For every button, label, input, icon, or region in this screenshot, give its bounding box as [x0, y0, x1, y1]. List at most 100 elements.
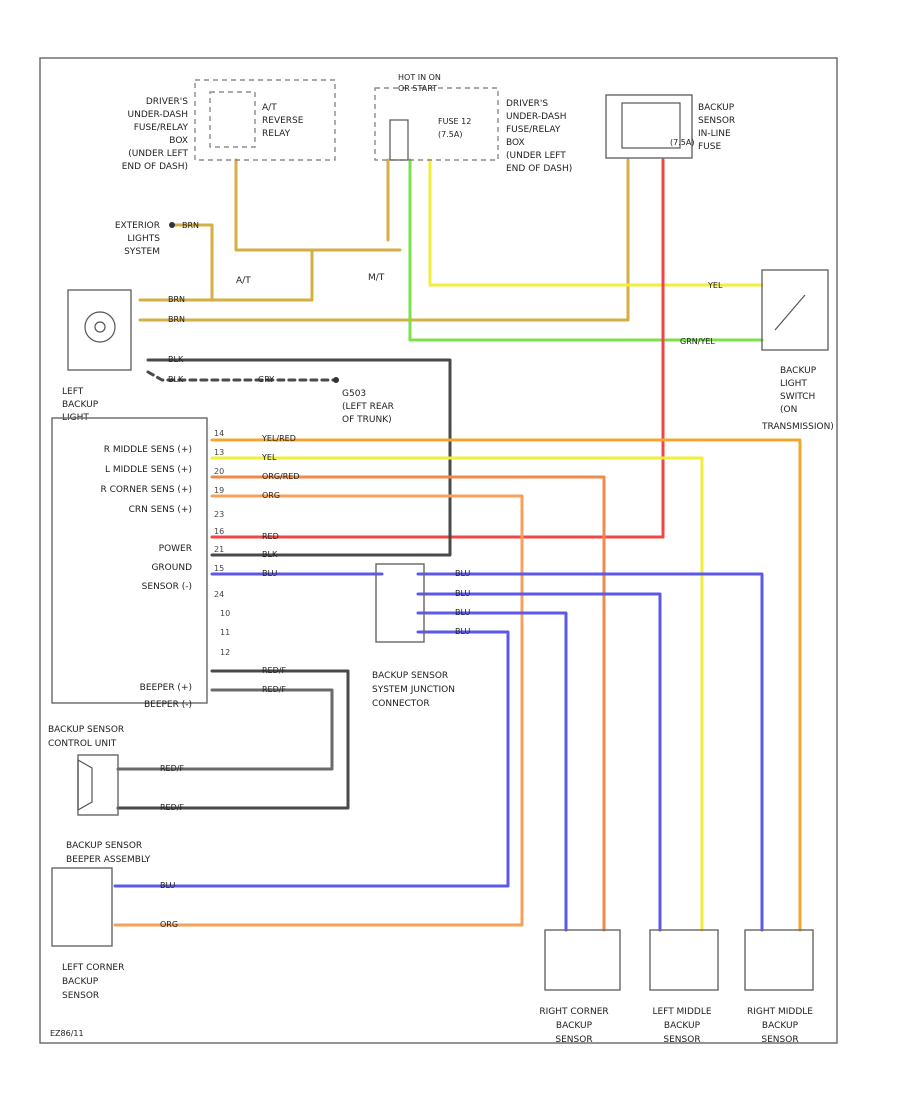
- relay-line: RELAY: [262, 129, 291, 139]
- backup-sensor-control-unit: [51, 417, 208, 704]
- box-b-line: BOX: [506, 138, 525, 148]
- left-middle-line: SENSOR: [663, 1035, 700, 1045]
- hot-in-on-label: OR START: [398, 84, 437, 93]
- wire-blu-1: [416, 572, 764, 932]
- exterior-lights-connector: [169, 222, 175, 228]
- pin-number: 10: [220, 609, 230, 618]
- control-unit-label: BACKUP SENSOR CONTROL UNIT: [48, 725, 124, 749]
- bulb-filament-icon: [94, 321, 106, 333]
- inline-fuse-label: BACKUP SENSOR IN-LINE FUSE: [698, 103, 735, 152]
- footer-code: EZ86/11: [50, 1029, 84, 1038]
- wire-label: YEL: [707, 281, 723, 290]
- switch-contact: [774, 294, 806, 331]
- left-corner-line: LEFT CORNER: [62, 963, 124, 973]
- fuse-block: [389, 119, 409, 161]
- box-a-line: BOX: [169, 136, 188, 146]
- wire-org-red: [210, 475, 606, 932]
- wire-label: GRY: [258, 375, 274, 384]
- wire-label: ORG: [262, 491, 280, 500]
- beeper-assembly-label: BACKUP SENSOR BEEPER ASSEMBLY: [66, 841, 151, 865]
- wire-beeper-pos: [116, 669, 350, 810]
- pin-number: 16: [214, 527, 224, 536]
- right-corner-line: SENSOR: [555, 1035, 592, 1045]
- switch-line: TRANSMISSION): [761, 422, 834, 432]
- pin-number: 13: [214, 448, 224, 457]
- left-corner-sensor-label: LEFT CORNER BACKUP SENSOR: [62, 963, 124, 1001]
- fuse-relay-box-a: [194, 79, 336, 161]
- left-light-line: LEFT: [62, 387, 84, 397]
- bulb-icon: [84, 311, 116, 343]
- junction-connector-label: BACKUP SENSOR SYSTEM JUNCTION CONNECTOR: [372, 671, 455, 709]
- left-middle-sensor: [649, 929, 719, 991]
- wire-label: BRN: [168, 315, 185, 324]
- wire-org: [113, 494, 524, 927]
- cu-pin-label: SENSOR (-): [142, 582, 192, 592]
- inline-fuse-amp: (7.5A): [670, 138, 694, 147]
- switch-line: LIGHT: [780, 379, 807, 389]
- right-middle-line: RIGHT MIDDLE: [747, 1007, 813, 1017]
- wire-brn-at: [138, 248, 314, 302]
- relay-line: A/T: [262, 103, 277, 113]
- cu-pin-label: L MIDDLE SENS (+): [105, 465, 192, 475]
- pin-number: 23: [214, 510, 224, 519]
- relay-line: REVERSE: [262, 116, 304, 126]
- right-corner-line: RIGHT CORNER: [539, 1007, 608, 1017]
- junction-connector: [375, 563, 425, 643]
- cu-pin-label: BEEPER (-): [144, 700, 192, 710]
- box-a-line: (UNDER LEFT: [128, 149, 188, 159]
- pin-number: 24: [214, 590, 224, 599]
- pin-number: 14: [214, 429, 224, 438]
- inline-fuse-box: [605, 94, 693, 159]
- box-b-line: END OF DASH): [506, 164, 572, 174]
- fuse-12-label: FUSE 12: [438, 117, 471, 126]
- wire-label: RED/F: [262, 666, 286, 675]
- box-b-line: UNDER-DASH: [506, 112, 566, 122]
- wire-label: BLU: [455, 627, 471, 636]
- right-corner-sensor-label: RIGHT CORNER BACKUP SENSOR: [539, 1007, 608, 1045]
- backup-switch-label: BACKUP LIGHT SWITCH (ON TRANSMISSION): [761, 366, 834, 432]
- fuse-relay-box-b-label: DRIVER'S UNDER-DASH FUSE/RELAY BOX (UNDE…: [506, 99, 572, 174]
- box-a-line: DRIVER'S: [146, 97, 188, 107]
- control-unit-pin-labels: R MIDDLE SENS (+) L MIDDLE SENS (+) R CO…: [100, 445, 192, 710]
- inline-fuse-element: [621, 102, 681, 149]
- right-middle-sensor: [744, 929, 814, 991]
- exterior-lights-label: EXTERIOR LIGHTS SYSTEM: [115, 221, 160, 257]
- cu-line: CONTROL UNIT: [48, 739, 117, 749]
- wire-label: ORG/RED: [262, 472, 300, 481]
- wire-label: BLU: [262, 569, 278, 578]
- beeper-line: BEEPER ASSEMBLY: [66, 855, 151, 865]
- wire-yel-red: [210, 438, 802, 932]
- cu-pin-label: R CORNER SENS (+): [100, 485, 192, 495]
- box-a-line: UNDER-DASH: [128, 110, 188, 120]
- cu-pin-label: BEEPER (+): [140, 683, 192, 693]
- ground-line: (LEFT REAR: [342, 402, 394, 412]
- fuse-12-amp: (7.5A): [438, 130, 462, 139]
- backup-light-switch: [761, 269, 829, 351]
- wire-label: YEL/RED: [261, 434, 296, 443]
- at-label: A/T: [236, 276, 251, 286]
- pin-number: 20: [214, 467, 224, 476]
- cu-pin-label: POWER: [159, 544, 192, 554]
- wire-label: BLU: [160, 881, 176, 890]
- wire-label: RED: [262, 532, 279, 541]
- wire-label: RED/F: [160, 803, 184, 812]
- left-light-line: BACKUP: [62, 400, 99, 410]
- right-middle-sensor-label: RIGHT MIDDLE BACKUP SENSOR: [747, 1007, 813, 1045]
- box-b-line: DRIVER'S: [506, 99, 548, 109]
- cu-line: BACKUP SENSOR: [48, 725, 124, 735]
- left-corner-line: SENSOR: [62, 991, 99, 1001]
- cu-pin-label: CRN SENS (+): [129, 505, 192, 515]
- box-a-line: END OF DASH): [122, 162, 188, 172]
- wire-label: YEL: [261, 453, 277, 462]
- switch-line: SWITCH: [780, 392, 815, 402]
- wire-label: BLU: [455, 569, 471, 578]
- inline-fuse-line: SENSOR: [698, 116, 735, 126]
- wire-yel: [210, 456, 704, 932]
- inline-fuse-line: FUSE: [698, 142, 721, 152]
- left-middle-line: BACKUP: [664, 1021, 701, 1031]
- wire-brn-lamp: [138, 158, 630, 322]
- wire-label: BRN: [168, 295, 185, 304]
- wire-label: BLK: [262, 550, 278, 559]
- right-middle-line: BACKUP: [762, 1021, 799, 1031]
